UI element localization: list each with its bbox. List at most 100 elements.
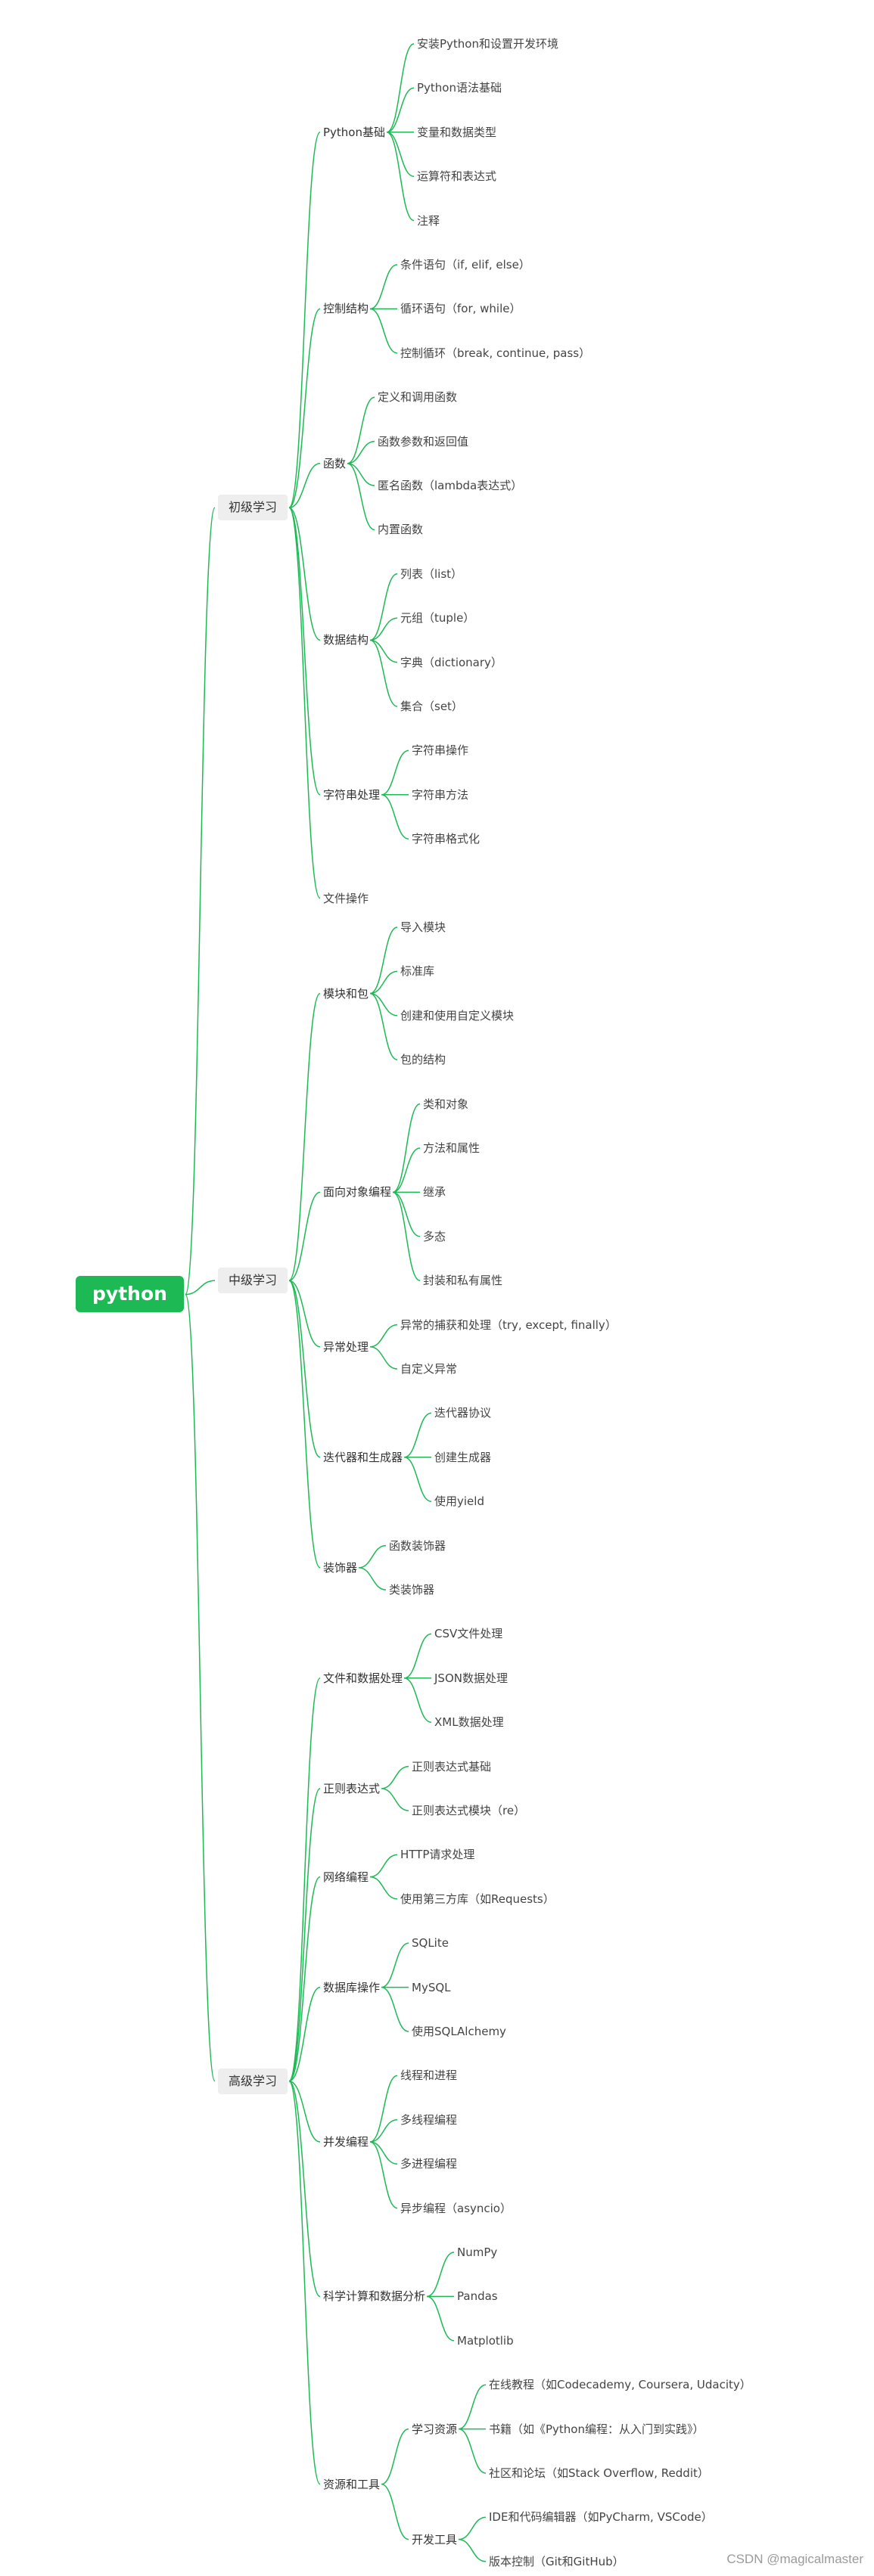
topic-node[interactable]: 文件和数据处理 [323,1671,403,1685]
topic-node[interactable]: 数据结构 [323,633,369,647]
connector-line [288,507,321,899]
leaf-node[interactable]: CSV文件处理 [434,1627,503,1641]
leaf-node[interactable]: 注释 [417,213,440,228]
connector-line [386,132,415,222]
leaf-node[interactable]: 使用yield [434,1494,484,1509]
leaf-node[interactable]: 条件语句（if, elif, else） [400,258,530,272]
topic-node[interactable]: 面向对象编程 [323,1185,392,1200]
leaf-node[interactable]: Python语法基础 [417,81,502,95]
leaf-node[interactable]: HTTP请求处理 [400,1848,475,1862]
leaf-node[interactable]: 使用SQLAlchemy [412,2025,506,2038]
connector-line [347,440,375,464]
leaf-node[interactable]: SQLite [412,1936,449,1951]
leaf-node[interactable]: 版本控制（Git和GitHub） [489,2554,624,2568]
leaf-node[interactable]: 异常的捕获和处理（try, except, finally） [400,1317,617,1332]
leaf-node[interactable]: XML数据处理 [434,1715,504,1730]
topic-node[interactable]: 装饰器 [323,1560,358,1575]
leaf-node[interactable]: NumPy [457,2245,498,2259]
leaf-node[interactable]: 封装和私有属性 [423,1274,503,1288]
connector-line [288,2080,321,2298]
leaf-node[interactable]: 安装Python和设置开发环境 [417,37,558,51]
leaf-node[interactable]: 运算符和表达式 [417,169,497,184]
branch-node[interactable]: 高级学习 [218,2068,288,2094]
topic-node[interactable]: 正则表达式 [323,1781,381,1795]
leaf-node[interactable]: 变量和数据类型 [417,125,497,139]
connector-line [347,463,375,486]
leaf-node[interactable]: 正则表达式基础 [412,1759,492,1774]
connector-line [369,639,398,663]
topic-node[interactable]: 控制结构 [323,302,369,316]
connector-line [369,617,398,641]
connector-line [288,463,321,508]
leaf-node[interactable]: JSON数据处理 [434,1671,508,1685]
leaf-node[interactable]: 标准库 [400,964,435,979]
leaf-node[interactable]: 字符串格式化 [412,832,481,846]
leaf-node[interactable]: 线程和进程 [400,2069,458,2083]
leaf-node[interactable]: 在线教程（如Codecademy, Coursera, Udacity） [489,2378,751,2392]
leaf-node[interactable]: 函数参数和返回值 [378,434,469,448]
leaf-node[interactable]: 自定义异常 [400,1362,458,1376]
leaf-node[interactable]: 集合（set） [400,700,463,713]
leaf-node[interactable]: 控制循环（break, continue, pass） [400,346,591,360]
connector-line [392,1147,421,1193]
leaf-node[interactable]: 正则表达式模块（re） [412,1804,526,1817]
topic-node[interactable]: 资源和工具 [323,2477,381,2491]
connector-line [403,1412,432,1458]
topic-node[interactable]: 字符串处理 [323,787,381,802]
topic-node[interactable]: 函数 [323,456,347,470]
topic-node[interactable]: 并发编程 [323,2135,369,2149]
leaf-node[interactable]: 包的结构 [400,1053,446,1067]
leaf-node[interactable]: 迭代器协议 [434,1406,492,1420]
topic-node[interactable]: 数据库操作 [323,1980,381,1994]
topic-node[interactable]: 模块和包 [323,986,369,1001]
leaf-node[interactable]: 异步编程（asyncio） [400,2201,512,2215]
connector-line [381,1942,409,1988]
leaf-node[interactable]: 多线程编程 [400,2112,458,2127]
leaf-node[interactable]: 文件操作 [323,891,369,905]
leaf-node[interactable]: MySQL [412,1980,451,1994]
topic-node[interactable]: 科学计算和数据分析 [323,2289,426,2304]
connector-line [185,1280,216,1296]
topic-node[interactable]: 开发工具 [412,2532,458,2547]
topic-node[interactable]: Python基础 [323,125,385,139]
root-node[interactable]: python [76,1276,184,1313]
leaf-node[interactable]: 多态 [423,1229,446,1243]
leaf-node[interactable]: 字符串方法 [412,787,469,802]
leaf-node[interactable]: 循环语句（for, while） [400,302,521,316]
leaf-node[interactable]: 匿名函数（lambda表达式） [378,479,523,492]
leaf-node[interactable]: 导入模块 [400,920,446,934]
leaf-node[interactable]: 使用第三方库（如Requests） [400,1892,555,1906]
connector-line [288,992,321,1281]
connector-line [288,1280,321,1569]
leaf-node[interactable]: 类装饰器 [389,1583,435,1597]
leaf-node[interactable]: 创建生成器 [434,1450,492,1464]
leaf-node[interactable]: 方法和属性 [423,1141,481,1155]
connector-line [369,1854,398,1878]
leaf-node[interactable]: 字符串操作 [412,743,469,758]
leaf-node[interactable]: 多进程编程 [400,2157,458,2171]
connector-line [426,2252,455,2298]
leaf-node[interactable]: 社区和论坛（如Stack Overflow, Reddit） [489,2466,709,2480]
leaf-node[interactable]: 创建和使用自定义模块 [400,1008,515,1023]
leaf-node[interactable]: 元组（tuple） [400,611,475,625]
leaf-node[interactable]: IDE和代码编辑器（如PyCharm, VSCode） [489,2510,713,2525]
leaf-node[interactable]: Pandas [457,2289,498,2304]
leaf-node[interactable]: 类和对象 [423,1097,469,1111]
topic-node[interactable]: 网络编程 [323,1870,369,1884]
topic-node[interactable]: 迭代器和生成器 [323,1450,403,1464]
branch-node[interactable]: 初级学习 [218,495,288,521]
leaf-node[interactable]: 定义和调用函数 [378,390,458,405]
leaf-node[interactable]: 继承 [423,1185,446,1200]
leaf-node[interactable]: 书籍（如《Python编程：从入门到实践》） [489,2422,704,2436]
connector-line [369,992,398,1016]
topic-node[interactable]: 学习资源 [412,2422,458,2436]
leaf-node[interactable]: 列表（list） [400,566,463,581]
leaf-node[interactable]: 字典（dictionary） [400,655,502,669]
leaf-node[interactable]: 函数装饰器 [389,1538,446,1553]
leaf-node[interactable]: 内置函数 [378,523,424,537]
topic-node[interactable]: 异常处理 [323,1339,369,1354]
branch-node[interactable]: 中级学习 [218,1268,288,1294]
leaf-node[interactable]: Matplotlib [457,2333,514,2348]
